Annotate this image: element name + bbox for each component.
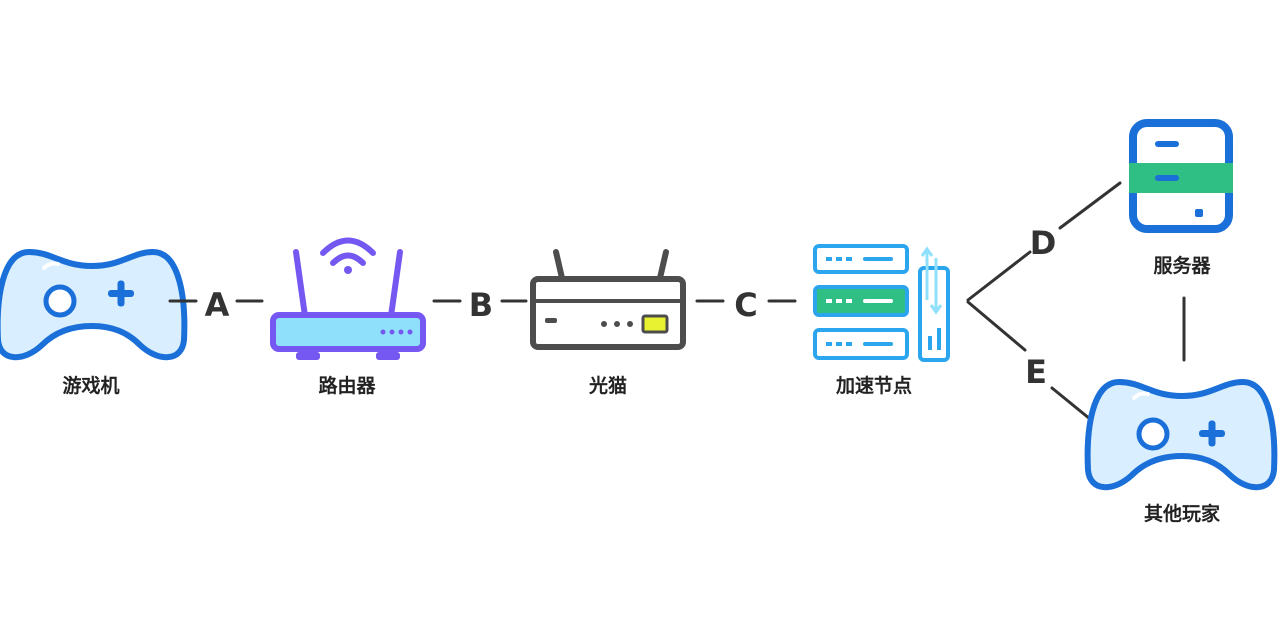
link-e-label: E (1025, 353, 1047, 391)
link-d-line-lower (966, 250, 1032, 302)
link-d-label: D (1030, 224, 1057, 262)
console-label: 游戏机 (62, 374, 119, 397)
optical-modem-icon (530, 249, 686, 350)
server-icon (1129, 119, 1233, 233)
players-label: 其他玩家 (1144, 502, 1221, 525)
link-e-line-upper (966, 300, 1027, 352)
link-b-label: B (469, 286, 493, 324)
game-console-icon (0, 249, 188, 361)
link-a-label: A (205, 286, 230, 324)
server-label: 服务器 (1153, 254, 1211, 277)
other-players-icon (1084, 379, 1278, 491)
router-icon (270, 237, 426, 360)
accel-label: 加速节点 (835, 374, 912, 397)
link-c-label: C (734, 286, 757, 324)
link-d-line-upper (1058, 181, 1122, 230)
router-label: 路由器 (318, 374, 376, 397)
modem-label: 光猫 (588, 374, 627, 397)
acceleration-node-icon (813, 244, 950, 362)
